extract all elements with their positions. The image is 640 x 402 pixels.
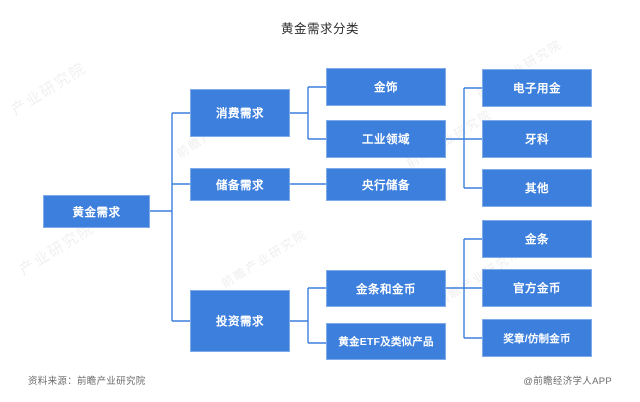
node-official-coin[interactable]: 官方金币	[482, 269, 592, 307]
node-reserve-demand[interactable]: 储备需求	[190, 168, 290, 201]
attribution-note: @前瞻经济学人APP	[523, 376, 612, 387]
node-other[interactable]: 其他	[482, 169, 592, 207]
node-electronics-gold[interactable]: 电子用金	[482, 69, 592, 107]
node-gold-bar[interactable]: 金条	[482, 220, 592, 258]
page-title: 黄金需求分类	[280, 22, 359, 36]
node-central-bank-reserve[interactable]: 央行储备	[326, 168, 446, 201]
node-jewelry[interactable]: 金饰	[326, 68, 446, 106]
node-investment-demand[interactable]: 投资需求	[190, 290, 290, 352]
node-industrial[interactable]: 工业领域	[326, 120, 446, 158]
source-note: 资料来源：前瞻产业研究院	[28, 376, 146, 387]
node-root-gold-demand[interactable]: 黄金需求	[43, 195, 150, 228]
node-medal-imitation-coin[interactable]: 奖章/仿制金币	[482, 319, 592, 357]
node-bars-and-coins[interactable]: 金条和金币	[326, 270, 446, 307]
node-dental[interactable]: 牙科	[482, 120, 592, 158]
node-gold-etf[interactable]: 黄金ETF及类似产品	[326, 323, 446, 360]
node-consumer-demand[interactable]: 消费需求	[190, 89, 290, 137]
